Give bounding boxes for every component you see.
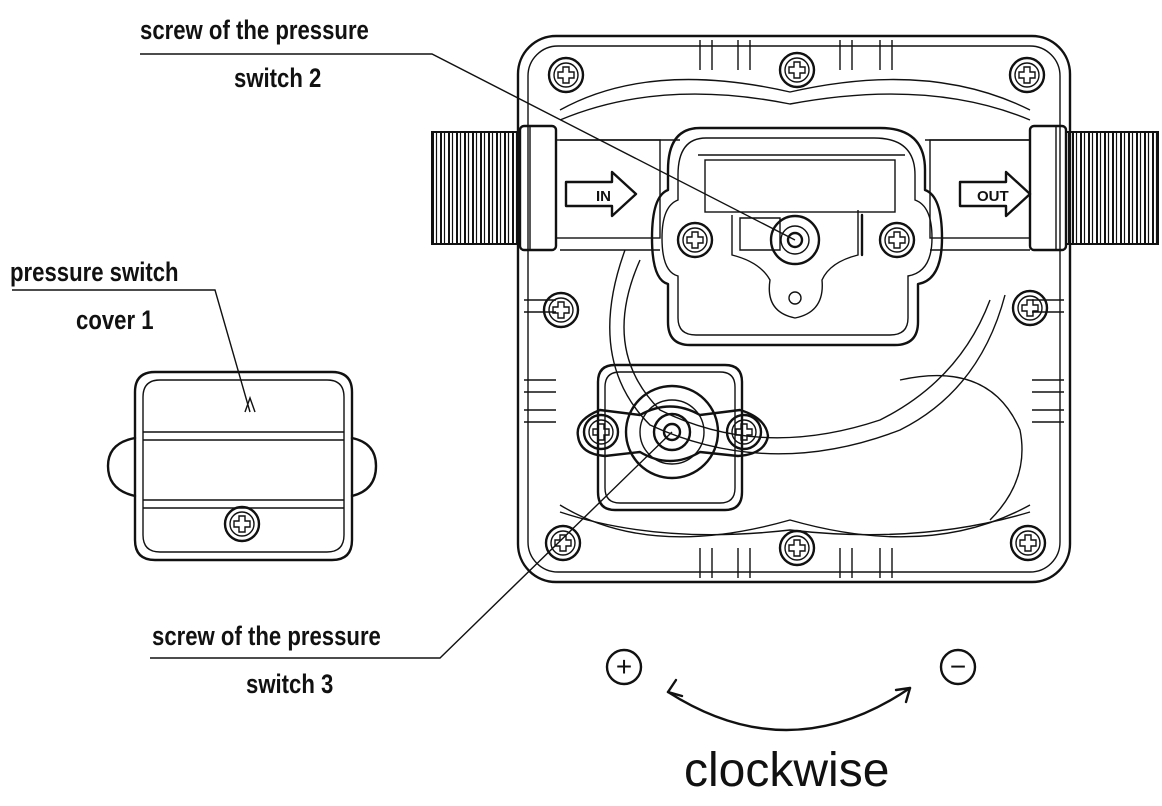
cover-label-line1: pressure switch [10,257,179,287]
outlet-arrow: OUT [958,170,1032,218]
outlet-label: OUT [977,188,1009,205]
body-screws [542,51,1049,567]
pump-body [516,34,1072,584]
plus-circle [605,648,643,686]
arrowhead-right [894,686,912,704]
minus-circle [939,648,977,686]
arrowhead-left [666,678,684,698]
plus-sign: + [616,651,632,682]
inlet-arrow: IN [564,170,638,218]
rotation-indicator: + − [605,648,977,732]
screw2-label-line2: switch 2 [234,63,322,93]
rotation-direction-label: clockwise [684,744,890,797]
pressure-switch-housing [650,126,944,347]
rotation-arc [666,686,912,732]
screw3-label-line2: switch 3 [246,669,334,699]
screw2-label-line1: screw of the pressure [140,15,369,45]
minus-sign: − [950,651,966,682]
pressure-switch-3 [576,363,770,512]
cover-label-line2: cover 1 [76,305,154,335]
pressure-switch-cover [106,370,378,562]
inlet-thread [431,124,558,252]
screw3-label-line1: screw of the pressure [152,621,381,651]
inlet-label: IN [596,188,611,205]
outlet-thread [1028,124,1159,252]
leader-lines [12,53,796,659]
